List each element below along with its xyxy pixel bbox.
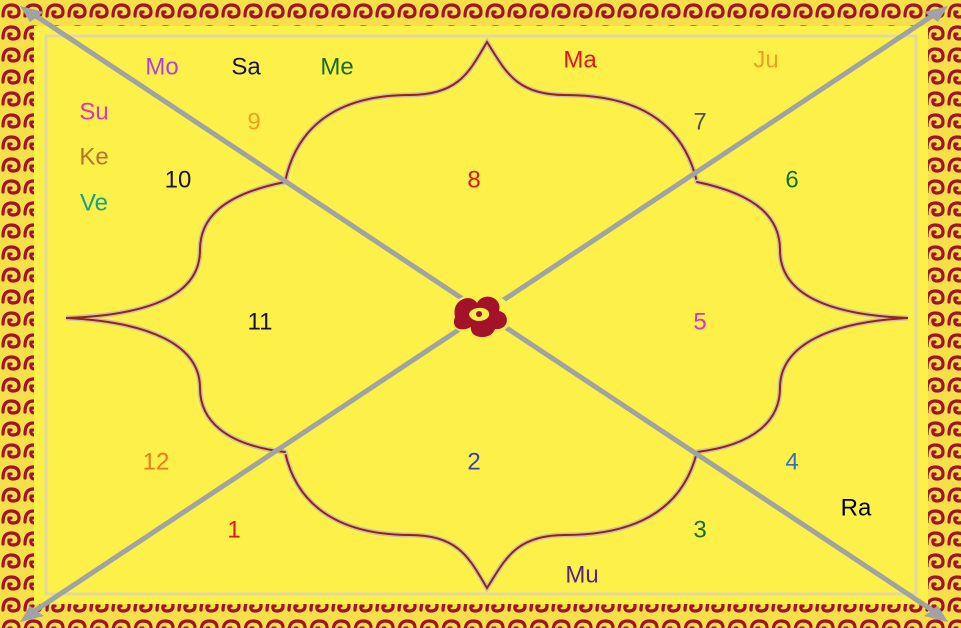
house-12: 12 bbox=[143, 449, 170, 476]
planet-sa: Sa bbox=[231, 54, 261, 81]
house-8: 8 bbox=[467, 167, 480, 194]
planet-ke: Ke bbox=[79, 144, 108, 171]
center-ornament bbox=[449, 293, 513, 337]
planet-ma: Ma bbox=[563, 47, 597, 74]
planet-ve: Ve bbox=[80, 190, 108, 217]
house-7: 7 bbox=[693, 109, 706, 136]
house-9: 9 bbox=[247, 109, 260, 136]
house-1: 1 bbox=[227, 517, 240, 544]
planet-mo: Mo bbox=[145, 54, 178, 81]
house-5: 5 bbox=[693, 309, 706, 336]
house-10: 10 bbox=[165, 167, 192, 194]
house-6: 6 bbox=[785, 167, 798, 194]
planet-su: Su bbox=[79, 99, 108, 126]
house-2: 2 bbox=[467, 449, 480, 476]
planet-mu: Mu bbox=[565, 562, 598, 589]
house-11: 11 bbox=[248, 309, 273, 336]
house-4: 4 bbox=[785, 449, 798, 476]
house-3: 3 bbox=[693, 517, 706, 544]
planet-ra: Ra bbox=[841, 495, 872, 522]
planet-ju: Ju bbox=[753, 47, 778, 74]
planet-me: Me bbox=[320, 54, 353, 81]
